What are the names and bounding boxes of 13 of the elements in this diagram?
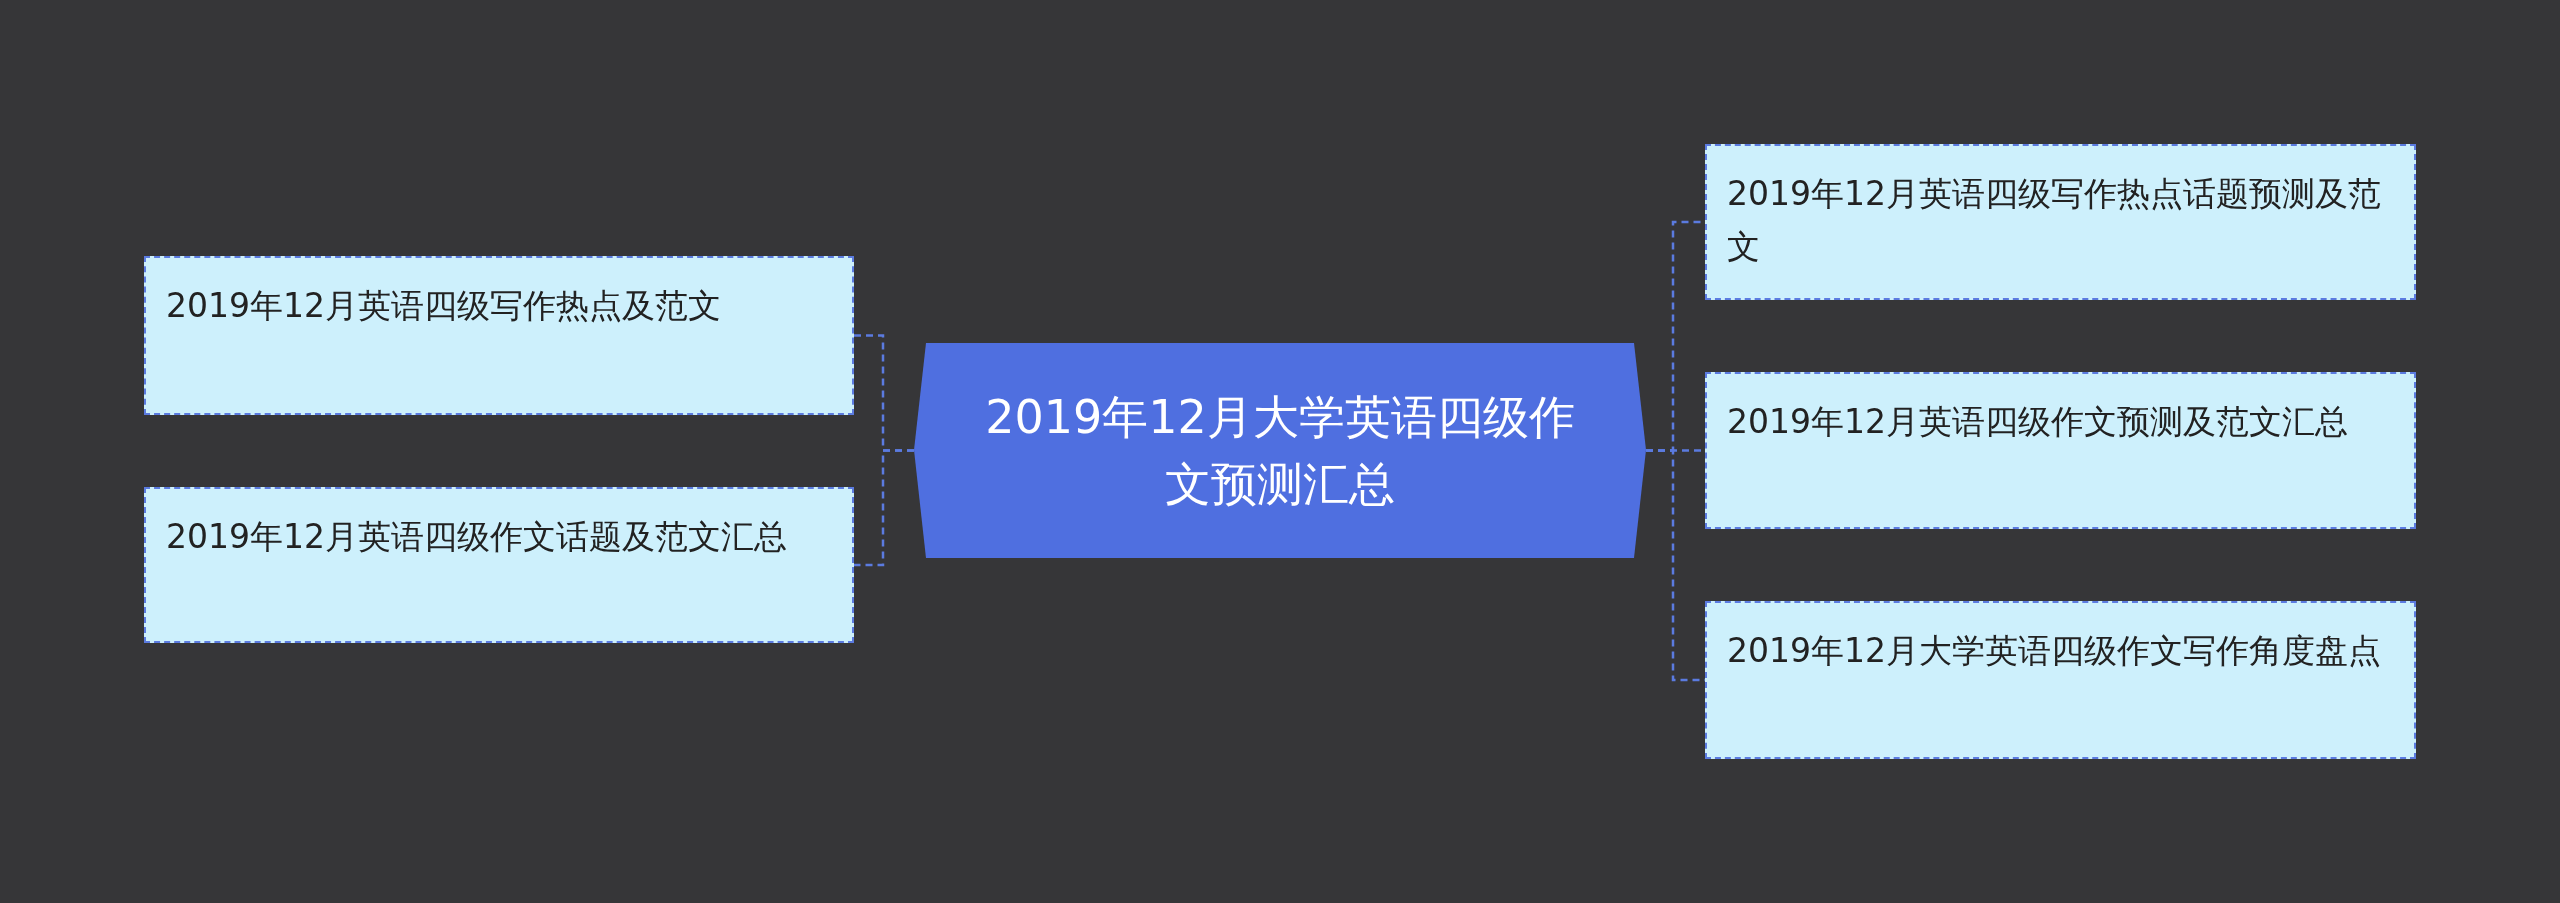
topic-text: 2019年12月英语四级写作热点及范文: [166, 286, 721, 325]
topic-box: [1705, 372, 2416, 529]
topic-text: 2019年12月英语四级作文话题及范文汇总: [166, 517, 787, 556]
central-topic: [914, 343, 1646, 558]
topic-text: 2019年12月英语四级写作热点话题预测及范文: [1727, 174, 2381, 266]
topic-text: 2019年12月英语四级作文预测及范文汇总: [1727, 402, 2348, 441]
connector: [854, 449, 914, 567]
topic-box: [1705, 601, 2416, 759]
topic-box: [1705, 144, 2416, 300]
topic-text: 2019年12月大学英语四级作文写作角度盘点: [1727, 631, 2381, 670]
topic-box: [144, 256, 854, 415]
topic-box: [144, 487, 854, 643]
topic-text: 2019年12月大学英语四级作文预测汇总: [984, 388, 1576, 513]
